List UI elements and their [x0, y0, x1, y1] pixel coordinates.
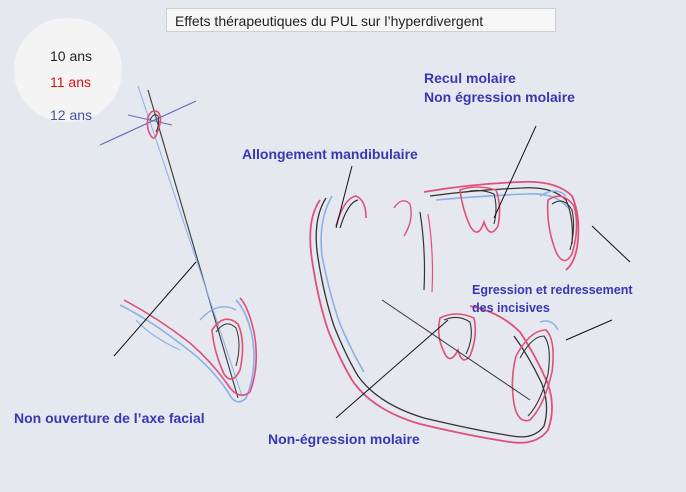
lower-molar-red [439, 314, 476, 360]
label-allongement-mandibulaire: Allongement mandibulaire [242, 146, 418, 162]
condyle-black [340, 200, 358, 228]
ramus-line-red [428, 214, 433, 292]
legend: 10 ans 11 ans 12 ans [14, 18, 122, 122]
label-recul-molaire: Recul molaire [424, 70, 516, 86]
legend-item-11: 11 ans [50, 74, 91, 90]
upper-incisor-black [552, 201, 574, 250]
pointer-non-egression [336, 320, 448, 418]
label-egression-line2: des incisives [472, 301, 550, 315]
diagram-title: Effets thérapeutiques du PUL sur l’hyper… [166, 8, 556, 32]
pointer-allongement [336, 166, 352, 228]
legend-item-12: 12 ans [50, 107, 92, 123]
facial-axis-black [148, 90, 238, 398]
occlusal-line [382, 300, 530, 400]
coronoid-red [394, 201, 411, 236]
label-non-ouverture: Non ouverture de l’axe facial [14, 410, 205, 426]
incisor-left-blue [200, 307, 236, 320]
pointer-recul-molaire [494, 126, 536, 218]
label-non-egression-bottom: Non-égression molaire [268, 431, 420, 447]
chin-outline-blue [120, 300, 254, 402]
pointer-incisives [566, 320, 612, 340]
lower-incisor-blue [540, 321, 558, 330]
mandible-outline-black [316, 198, 546, 437]
lower-molar-black [444, 317, 471, 354]
label-non-egression-molaire-top: Non égression molaire [424, 89, 575, 105]
facial-axis-blue [138, 86, 242, 396]
ramus-line-black [420, 212, 425, 290]
pointer-maxilla [592, 226, 630, 262]
label-egression-line1: Egression et redressement [472, 283, 633, 297]
soft-tissue-blue [136, 320, 180, 350]
legend-item-10: 10 ans [50, 48, 92, 64]
